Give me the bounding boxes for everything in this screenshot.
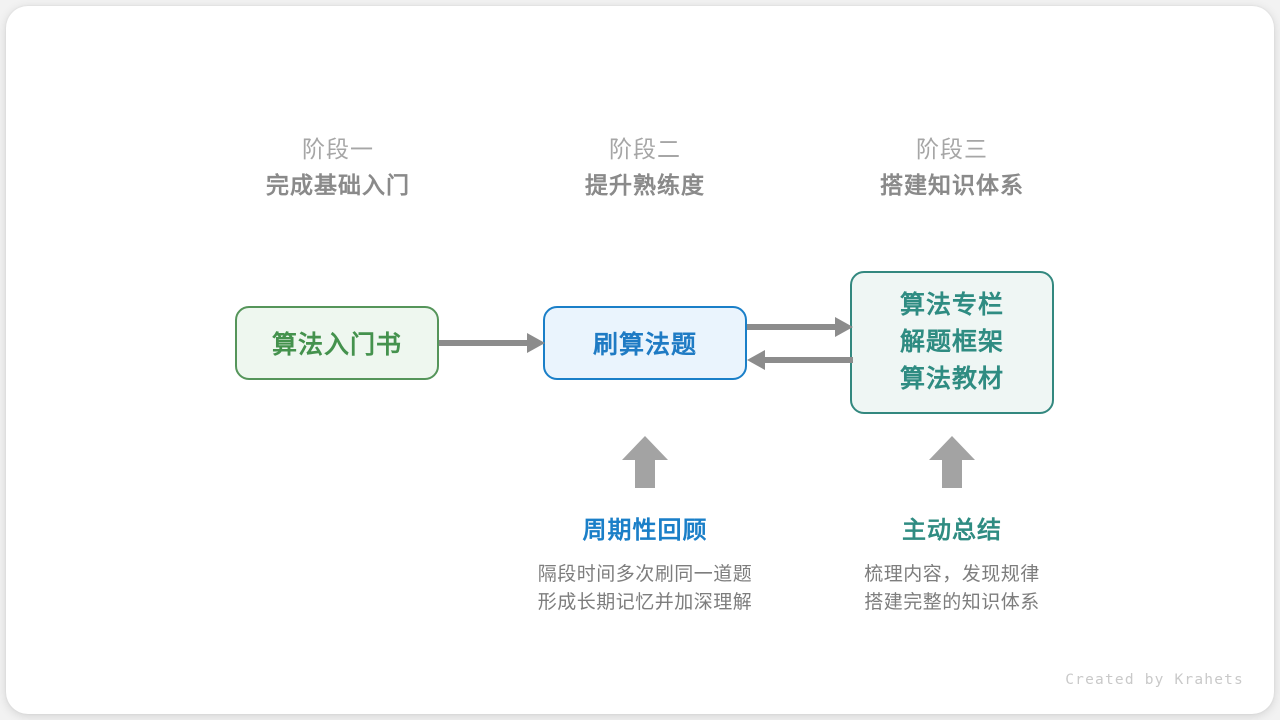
arrow-shaft	[747, 324, 836, 330]
stage-1-subtitle: 阶段一	[302, 136, 374, 162]
diagram-card: 阶段一 完成基础入门 阶段二 提升熟练度 阶段三 搭建知识体系 算法入门书 刷算…	[6, 6, 1274, 714]
node-resources-line-2: 解题框架	[899, 328, 1004, 356]
annotation-review-description: 隔段时间多次刷同一道题 形成长期记忆并加深理解	[495, 561, 795, 617]
node-algorithm-intro-book[interactable]: 算法入门书	[235, 306, 439, 380]
annotation-review-title: 周期性回顾	[582, 517, 708, 544]
arrow-up-head	[622, 436, 668, 460]
annotation-review-desc-line-2: 形成长期记忆并加深理解	[537, 592, 753, 613]
node-practice-problems[interactable]: 刷算法题	[543, 306, 747, 380]
arrow-up-stem	[635, 458, 655, 488]
arrow-up-icon-summary	[929, 436, 975, 488]
arrow-head	[527, 333, 545, 353]
stage-2-title: 提升熟练度	[585, 172, 705, 198]
annotation-periodic-review: 周期性回顾 隔段时间多次刷同一道题 形成长期记忆并加深理解	[495, 514, 795, 617]
annotation-active-summary: 主动总结 梳理内容，发现规律 搭建完整的知识体系	[802, 514, 1102, 617]
node-practice-label: 刷算法题	[592, 331, 697, 359]
node-resources-line-1: 算法专栏	[899, 291, 1004, 319]
arrow-left-icon-resources-to-practice	[747, 350, 853, 370]
annotation-summary-desc-line-2: 搭建完整的知识体系	[864, 592, 1040, 613]
node-book-label: 算法入门书	[271, 331, 402, 359]
stage-3-subtitle: 阶段三	[916, 136, 988, 162]
arrow-head	[747, 350, 765, 370]
stage-header-3: 阶段三 搭建知识体系	[822, 132, 1082, 204]
stage-2-subtitle: 阶段二	[609, 136, 681, 162]
arrow-up-stem	[942, 458, 962, 488]
annotation-summary-description: 梳理内容，发现规律 搭建完整的知识体系	[802, 561, 1102, 617]
arrow-head	[835, 317, 853, 337]
arrow-shaft	[764, 357, 853, 363]
node-learning-resources[interactable]: 算法专栏 解题框架 算法教材	[850, 271, 1054, 414]
stage-3-title: 搭建知识体系	[880, 172, 1024, 198]
node-resources-line-3: 算法教材	[899, 365, 1004, 393]
annotation-review-desc-line-1: 隔段时间多次刷同一道题	[537, 564, 753, 585]
arrow-right-icon-book-to-practice	[439, 333, 545, 353]
arrow-right-icon-practice-to-resources	[747, 317, 853, 337]
arrow-shaft	[439, 340, 528, 346]
stage-1-title: 完成基础入门	[266, 172, 410, 198]
credit-text: Created by Krahets	[1065, 672, 1244, 688]
annotation-summary-title: 主动总结	[902, 517, 1002, 544]
arrow-up-icon-review	[622, 436, 668, 488]
annotation-summary-desc-line-1: 梳理内容，发现规律	[864, 564, 1040, 585]
stage-header-2: 阶段二 提升熟练度	[515, 132, 775, 204]
stage-header-1: 阶段一 完成基础入门	[208, 132, 468, 204]
arrow-up-head	[929, 436, 975, 460]
